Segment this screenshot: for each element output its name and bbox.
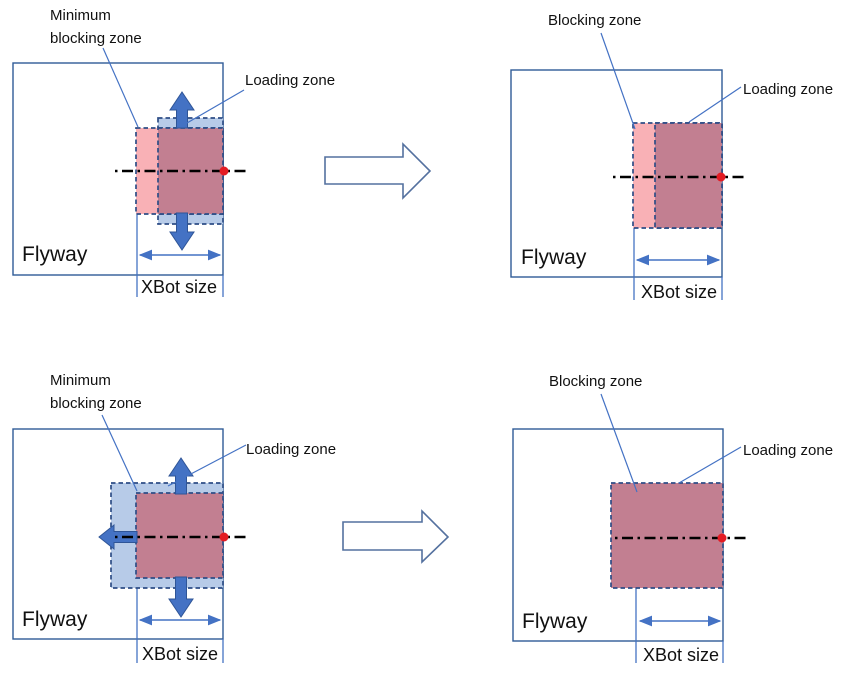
loading-zone-label: Loading zone xyxy=(246,441,336,458)
expand-up-arrow xyxy=(168,457,194,495)
flyway-label: Flyway xyxy=(22,608,88,631)
loading-zone-label: Loading zone xyxy=(743,81,833,98)
blocking-zone-leader-line xyxy=(101,414,138,492)
blocking-zone-rect xyxy=(610,482,724,589)
reference-point-dot xyxy=(219,532,229,542)
minimum-blocking-zone-label-line1: Minimum xyxy=(50,7,111,24)
expand-down-arrow xyxy=(168,576,194,618)
blocking-zone-leader-line xyxy=(600,393,638,493)
loading-zone-leader-line xyxy=(167,444,247,487)
xbot-size-label: XBot size xyxy=(141,277,217,297)
panel-top-left: Minimum blocking zone Loading zone Flywa… xyxy=(12,7,335,297)
expand-left-arrow xyxy=(98,523,138,551)
loading-zone-label: Loading zone xyxy=(743,442,833,459)
flyway-label: Flyway xyxy=(22,243,88,266)
reference-point-dot xyxy=(717,533,727,543)
xbot-size-label: XBot size xyxy=(142,644,218,664)
flyway-label: Flyway xyxy=(521,246,587,269)
loading-zone-leader-line xyxy=(678,446,742,484)
panel-bottom-left: Minimum blocking zone Loading zone Flywa… xyxy=(12,372,336,664)
zone-overlap-rect xyxy=(654,122,723,229)
blocking-zone-label: Blocking zone xyxy=(549,373,642,390)
transition-arrow-bottom xyxy=(342,509,450,564)
reference-point-dot xyxy=(716,172,726,182)
blocking-zone-leader-line xyxy=(600,32,636,130)
transition-arrow-top xyxy=(324,142,432,200)
reference-point-dot xyxy=(219,166,229,176)
minimum-blocking-zone-label-line1: Minimum xyxy=(50,372,111,389)
loading-zone-label: Loading zone xyxy=(245,72,335,89)
expand-down-arrow xyxy=(169,212,195,251)
minimum-blocking-zone-label-line2: blocking zone xyxy=(50,30,142,47)
loading-zone-leader-line xyxy=(186,89,245,124)
panel-top-right: Blocking zone Loading zone Flyway XBot s… xyxy=(510,12,833,302)
loading-zone-leader-line xyxy=(688,86,742,123)
expand-up-arrow xyxy=(169,91,195,129)
xbot-size-label: XBot size xyxy=(641,282,717,302)
blocking-zone-label: Blocking zone xyxy=(548,12,641,29)
panel-bottom-right: Blocking zone Loading zone Flyway XBot s… xyxy=(512,373,833,665)
minimum-blocking-zone-label-line2: blocking zone xyxy=(50,395,142,412)
zone-overlap-rect xyxy=(135,492,224,579)
xbot-size-label: XBot size xyxy=(643,645,719,665)
flyway-label: Flyway xyxy=(522,610,588,633)
blocking-zone-leader-line xyxy=(102,47,139,128)
